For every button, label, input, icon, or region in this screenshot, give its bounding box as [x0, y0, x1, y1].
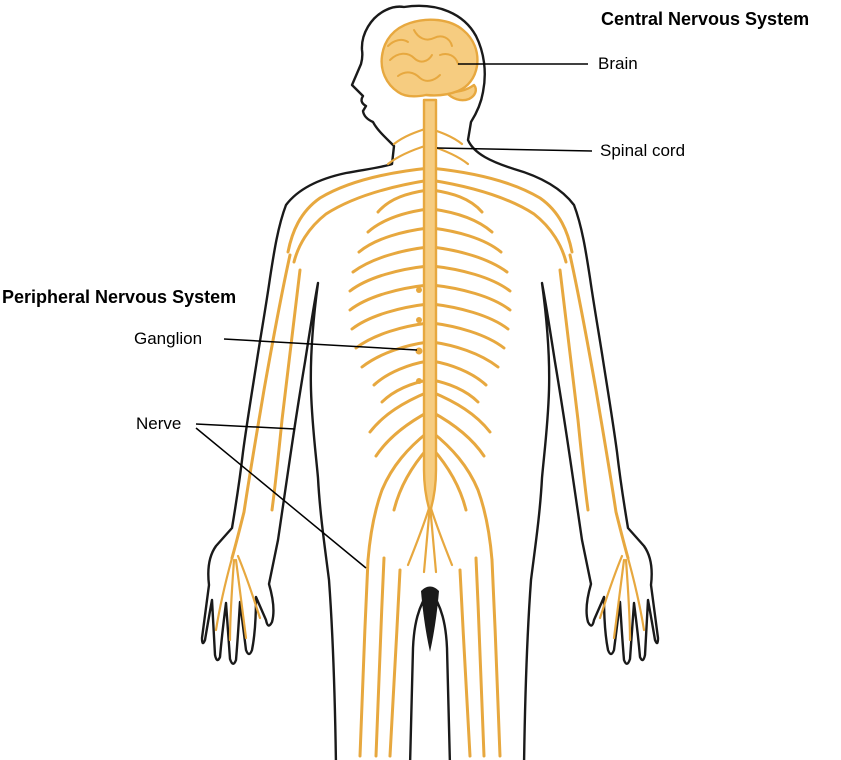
cns-heading: Central Nervous System: [601, 9, 810, 29]
leader-line-spinal-cord: [436, 147, 593, 152]
peripheral-nerves: [214, 126, 646, 758]
label-brain: Brain: [598, 54, 638, 73]
ganglion-node: [415, 347, 423, 355]
pns-heading: Peripheral Nervous System: [2, 287, 237, 307]
brain-gyri: [387, 29, 459, 82]
leader-line-nerve-leg: [195, 427, 367, 569]
label-spinal-cord: Spinal cord: [600, 141, 686, 160]
cerebellum: [444, 83, 477, 102]
label-ganglion: Ganglion: [134, 329, 203, 348]
right-arm-nerves: [428, 166, 646, 642]
brain-illustration: [380, 18, 479, 102]
leader-line-ganglion: [223, 338, 418, 351]
left-arm-nerves: [214, 166, 432, 642]
ganglion-nodes: [415, 287, 423, 384]
spinal-cord-illustration: [422, 98, 438, 514]
label-nerve: Nerve: [136, 414, 182, 433]
leader-line-nerve-arm: [195, 423, 296, 430]
thoracic-rib-nerves: [348, 188, 512, 404]
crotch-mark: [421, 586, 439, 652]
leg-nerves: [358, 556, 502, 758]
leader-lines: [195, 63, 593, 569]
lumbar-pelvic-nerves: [366, 390, 494, 574]
